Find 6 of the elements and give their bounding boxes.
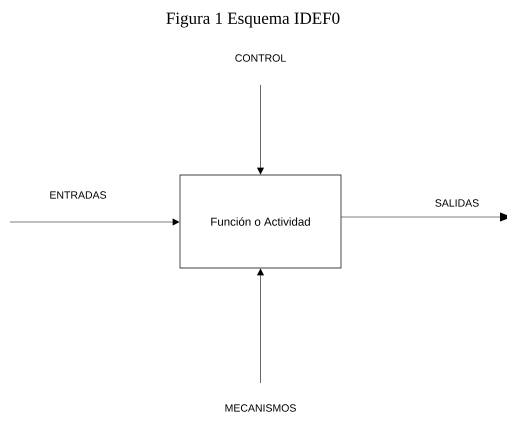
label-text: CONTROL	[235, 54, 286, 62]
edge-label: ENTRADAS	[48, 190, 108, 200]
label-text: MECANISMOS	[225, 404, 296, 412]
process-box: Función o Actividad	[180, 174, 342, 268]
edge-label: SALIDAS	[434, 198, 480, 208]
title: Figura 1 Esquema IDEF0	[166, 12, 340, 28]
